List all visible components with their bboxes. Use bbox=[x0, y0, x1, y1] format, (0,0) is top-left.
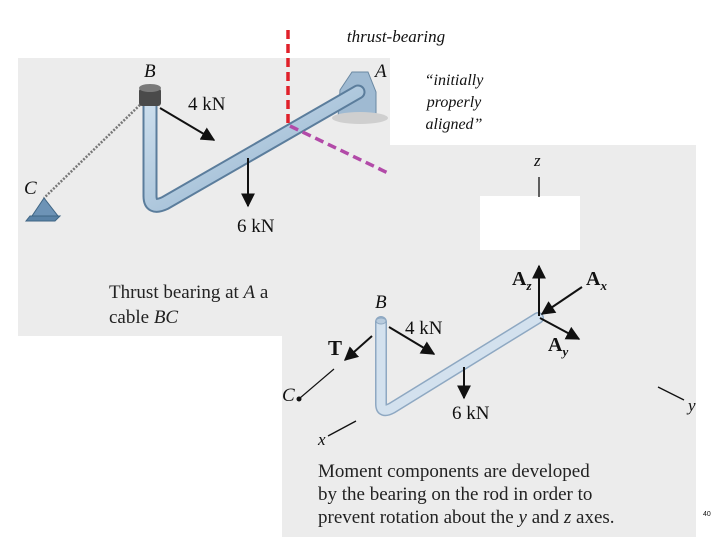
point-a-label: A bbox=[375, 61, 387, 82]
point-b-label-right: B bbox=[375, 292, 387, 313]
left-caption-text2: cable bbox=[109, 307, 154, 328]
right-caption-line2: by the bearing on the rod in order to bbox=[318, 484, 593, 505]
tension-arrow bbox=[343, 335, 373, 361]
ax-arrow bbox=[540, 286, 583, 315]
right-caption-l3-a: prevent rotation about the bbox=[318, 507, 519, 528]
aligned-note-line1: “initially bbox=[424, 72, 484, 89]
tension-label: T bbox=[328, 336, 343, 360]
support-c-base bbox=[24, 215, 62, 222]
collar-b bbox=[139, 88, 161, 106]
rod-left-fill bbox=[144, 86, 364, 211]
right-caption-line3: prevent rotation about the y and z axes. bbox=[318, 506, 615, 529]
aligned-note-line3: aligned” bbox=[425, 116, 483, 133]
right-caption-l3-z: z bbox=[563, 507, 572, 528]
az-label-sub: z bbox=[526, 278, 532, 293]
force-4kn-arrow-right bbox=[388, 326, 436, 355]
right-caption-l3-c: axes. bbox=[571, 507, 615, 528]
blank-patch bbox=[480, 196, 580, 250]
axis-z-label: z bbox=[534, 151, 541, 170]
page-number: 40 bbox=[703, 511, 711, 518]
collar-b-top bbox=[139, 84, 161, 92]
ay-label: Ay bbox=[548, 334, 568, 360]
axis-y-label: y bbox=[688, 396, 696, 415]
axis-x-label: x bbox=[318, 430, 326, 449]
bearing-support-shadow bbox=[332, 112, 388, 124]
support-c bbox=[31, 197, 60, 217]
ay-label-sub: y bbox=[562, 344, 569, 359]
left-caption-var-a: A bbox=[243, 282, 256, 303]
force-6kn-label-right: 6 kN bbox=[452, 403, 490, 424]
thrust-bearing-label: thrust-bearing bbox=[346, 27, 446, 46]
right-caption-l3-y: y bbox=[518, 507, 527, 528]
right-caption-line1: Moment components are developed bbox=[318, 461, 590, 482]
ax-label: Ax bbox=[586, 268, 607, 294]
force-4kn-arrow bbox=[159, 107, 216, 141]
aligned-note-line2: properly bbox=[426, 94, 482, 111]
left-caption-line1: Thrust bearing at A a bbox=[109, 281, 268, 304]
force-6kn-label: 6 kN bbox=[237, 216, 275, 237]
ay-arrow bbox=[539, 317, 581, 340]
cable-bc bbox=[43, 99, 146, 199]
x-axis-line bbox=[327, 420, 357, 437]
left-caption-suffix: a bbox=[255, 282, 269, 303]
rod-right-top bbox=[375, 317, 387, 325]
left-caption-line2: cable BC bbox=[109, 306, 178, 329]
rod-right-fill bbox=[376, 313, 543, 415]
point-c-label: C bbox=[24, 178, 37, 199]
cable-bc-right bbox=[299, 368, 335, 399]
force-4kn-label: 4 kN bbox=[188, 94, 226, 115]
az-label-main: A bbox=[512, 268, 527, 290]
purple-dashed-line bbox=[289, 124, 389, 175]
point-b-label: B bbox=[144, 61, 156, 82]
point-c-label-right: C bbox=[282, 385, 295, 406]
left-caption-var-bc: BC bbox=[153, 307, 179, 328]
ax-label-sub: x bbox=[600, 278, 607, 293]
point-c-dot bbox=[296, 396, 302, 402]
ax-label-main: A bbox=[586, 268, 601, 290]
right-caption-l3-b: and bbox=[526, 507, 564, 528]
y-axis-line bbox=[657, 386, 685, 401]
az-label: Az bbox=[512, 268, 532, 294]
left-caption-text: Thrust bearing at bbox=[109, 282, 244, 303]
ay-label-main: A bbox=[548, 334, 563, 356]
force-4kn-label-right: 4 kN bbox=[405, 318, 443, 339]
